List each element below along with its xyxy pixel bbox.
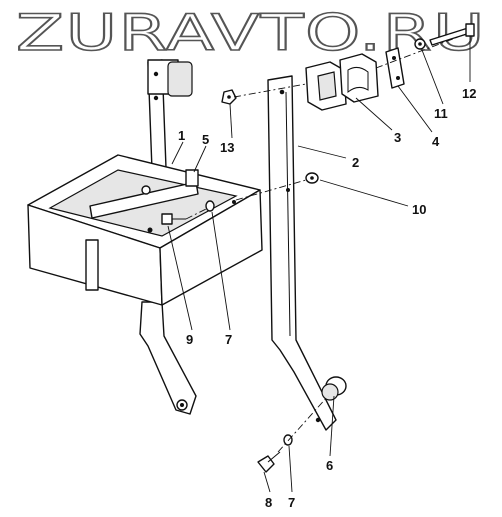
washer-part-7-lower: [283, 434, 293, 446]
callout-2: 2: [352, 155, 359, 170]
callout-9: 9: [186, 332, 193, 347]
assembly-centerlines: [185, 33, 467, 453]
callout-4: 4: [432, 134, 440, 149]
callout-7-lower: 7: [288, 495, 295, 510]
bolt-part-9: [161, 213, 186, 225]
callout-12: 12: [462, 86, 476, 101]
callout-8: 8: [265, 495, 272, 510]
callout-1: 1: [178, 128, 185, 143]
washer-part-7-upper: [205, 200, 215, 212]
callout-5: 5: [202, 132, 209, 147]
clamp-part-5: [141, 169, 199, 195]
clamp-block-part-3: [305, 53, 379, 111]
callout-11: 11: [434, 106, 448, 121]
callout-leaders: [167, 36, 471, 493]
callout-6: 6: [326, 458, 333, 473]
washer-part-11: [414, 38, 426, 50]
lower-mount-bracket: [139, 301, 197, 415]
watermark-text: ZURAVTO.RU: [16, 4, 486, 62]
bolt-part-8: [257, 451, 281, 473]
callout-3: 3: [394, 130, 401, 145]
callout-13: 13: [220, 140, 234, 155]
bumper-part-6: [321, 376, 347, 401]
callout-7-upper: 7: [225, 332, 232, 347]
tray-box-part-1: [27, 154, 263, 306]
washer-part-10: [305, 172, 319, 184]
nut-part-13: [221, 89, 237, 105]
left-upright-bracket: [147, 59, 193, 171]
long-bracket-part-2: [267, 75, 337, 431]
callout-10: 10: [412, 202, 426, 217]
plate-part-4: [385, 47, 405, 89]
